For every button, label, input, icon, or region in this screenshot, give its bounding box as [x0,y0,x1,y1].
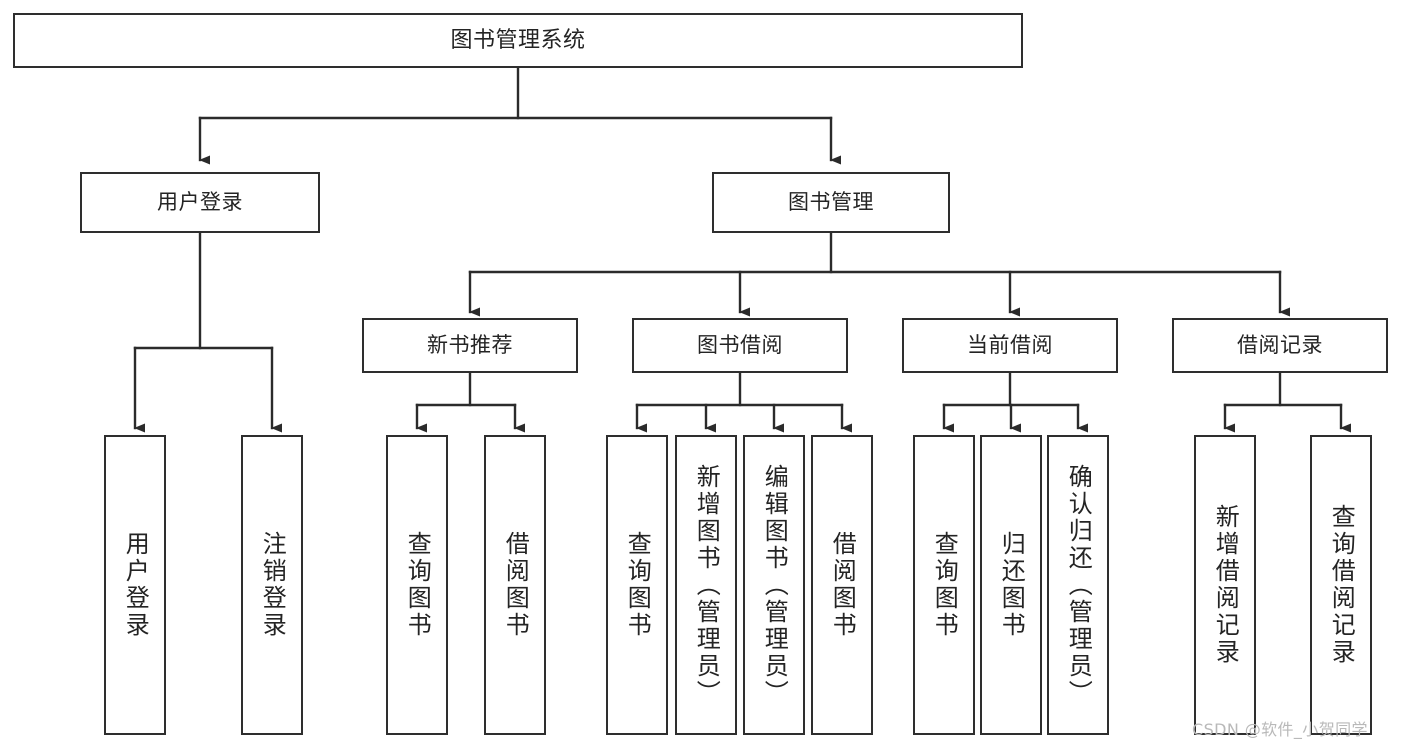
leaf-book-borrow-query[interactable]: 查询图书 [606,435,668,735]
node-label: 图书管理 [788,190,874,215]
node-label: 新增图书（管理员） [692,463,721,707]
node-label: 图书借阅 [697,333,783,358]
node-new-book-recommend[interactable]: 新书推荐 [362,318,578,373]
node-book-management[interactable]: 图书管理 [712,172,950,233]
leaf-book-borrow-edit-admin[interactable]: 编辑图书（管理员） [743,435,805,735]
leaf-book-borrow-add-admin[interactable]: 新增图书（管理员） [675,435,737,735]
node-label: 查询图书 [403,531,432,639]
leaf-new-book-borrow[interactable]: 借阅图书 [484,435,546,735]
leaf-current-borrow-query[interactable]: 查询图书 [913,435,975,735]
node-book-borrow[interactable]: 图书借阅 [632,318,848,373]
node-label: 查询图书 [930,531,959,639]
node-borrow-record[interactable]: 借阅记录 [1172,318,1388,373]
leaf-book-borrow-borrow[interactable]: 借阅图书 [811,435,873,735]
node-label: 当前借阅 [967,333,1053,358]
csdn-watermark: CSDN @软件_小贺同学 [1192,720,1368,739]
node-user-login[interactable]: 用户登录 [80,172,320,233]
node-label: 新书推荐 [427,333,513,358]
node-label: 查询图书 [623,531,652,639]
node-label: 确认归还（管理员） [1064,463,1093,707]
leaf-current-borrow-confirm-return-admin[interactable]: 确认归还（管理员） [1047,435,1109,735]
node-label: 用户登录 [157,190,243,215]
node-label: 用户登录 [121,531,150,639]
node-label: 借阅记录 [1237,333,1323,358]
node-label: 归还图书 [997,531,1026,639]
leaf-user-login-login[interactable]: 用户登录 [104,435,166,735]
node-label: 注销登录 [258,531,287,639]
leaf-borrow-record-query[interactable]: 查询借阅记录 [1310,435,1372,735]
node-label: 查询借阅记录 [1327,504,1356,666]
node-label: 图书管理系统 [450,27,586,53]
node-root-book-management-system[interactable]: 图书管理系统 [13,13,1023,68]
node-current-borrow[interactable]: 当前借阅 [902,318,1118,373]
leaf-user-login-logout[interactable]: 注销登录 [241,435,303,735]
node-label: 借阅图书 [501,531,530,639]
leaf-new-book-query[interactable]: 查询图书 [386,435,448,735]
node-label: 新增借阅记录 [1211,504,1240,666]
leaf-borrow-record-add[interactable]: 新增借阅记录 [1194,435,1256,735]
leaf-current-borrow-return[interactable]: 归还图书 [980,435,1042,735]
node-label: 编辑图书（管理员） [760,463,789,707]
node-label: 借阅图书 [828,531,857,639]
